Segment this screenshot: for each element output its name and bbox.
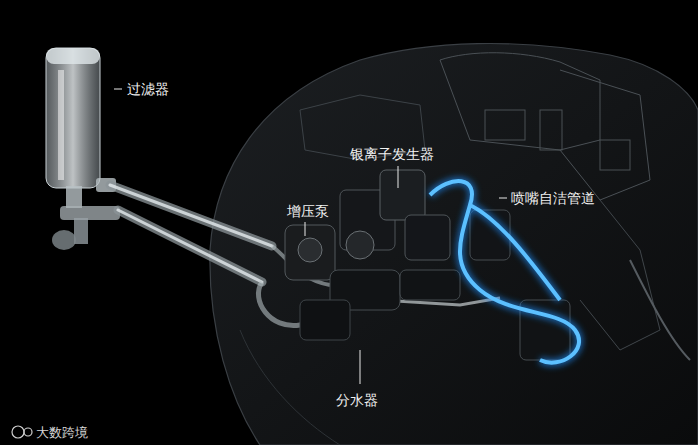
part-label: 分水器 [336,391,378,409]
leader-lines [114,89,507,384]
part-label: 喷嘴自洁管道 [511,189,595,207]
part-label: 过滤器 [127,80,169,98]
housing [210,44,698,445]
part-label: 增压泵 [287,202,329,220]
filter [46,48,120,250]
part-label: 银离子发生器 [350,145,434,163]
blue-tube [430,181,579,363]
watermark: 大数跨境 [36,424,88,442]
watermark-logo [12,426,32,438]
